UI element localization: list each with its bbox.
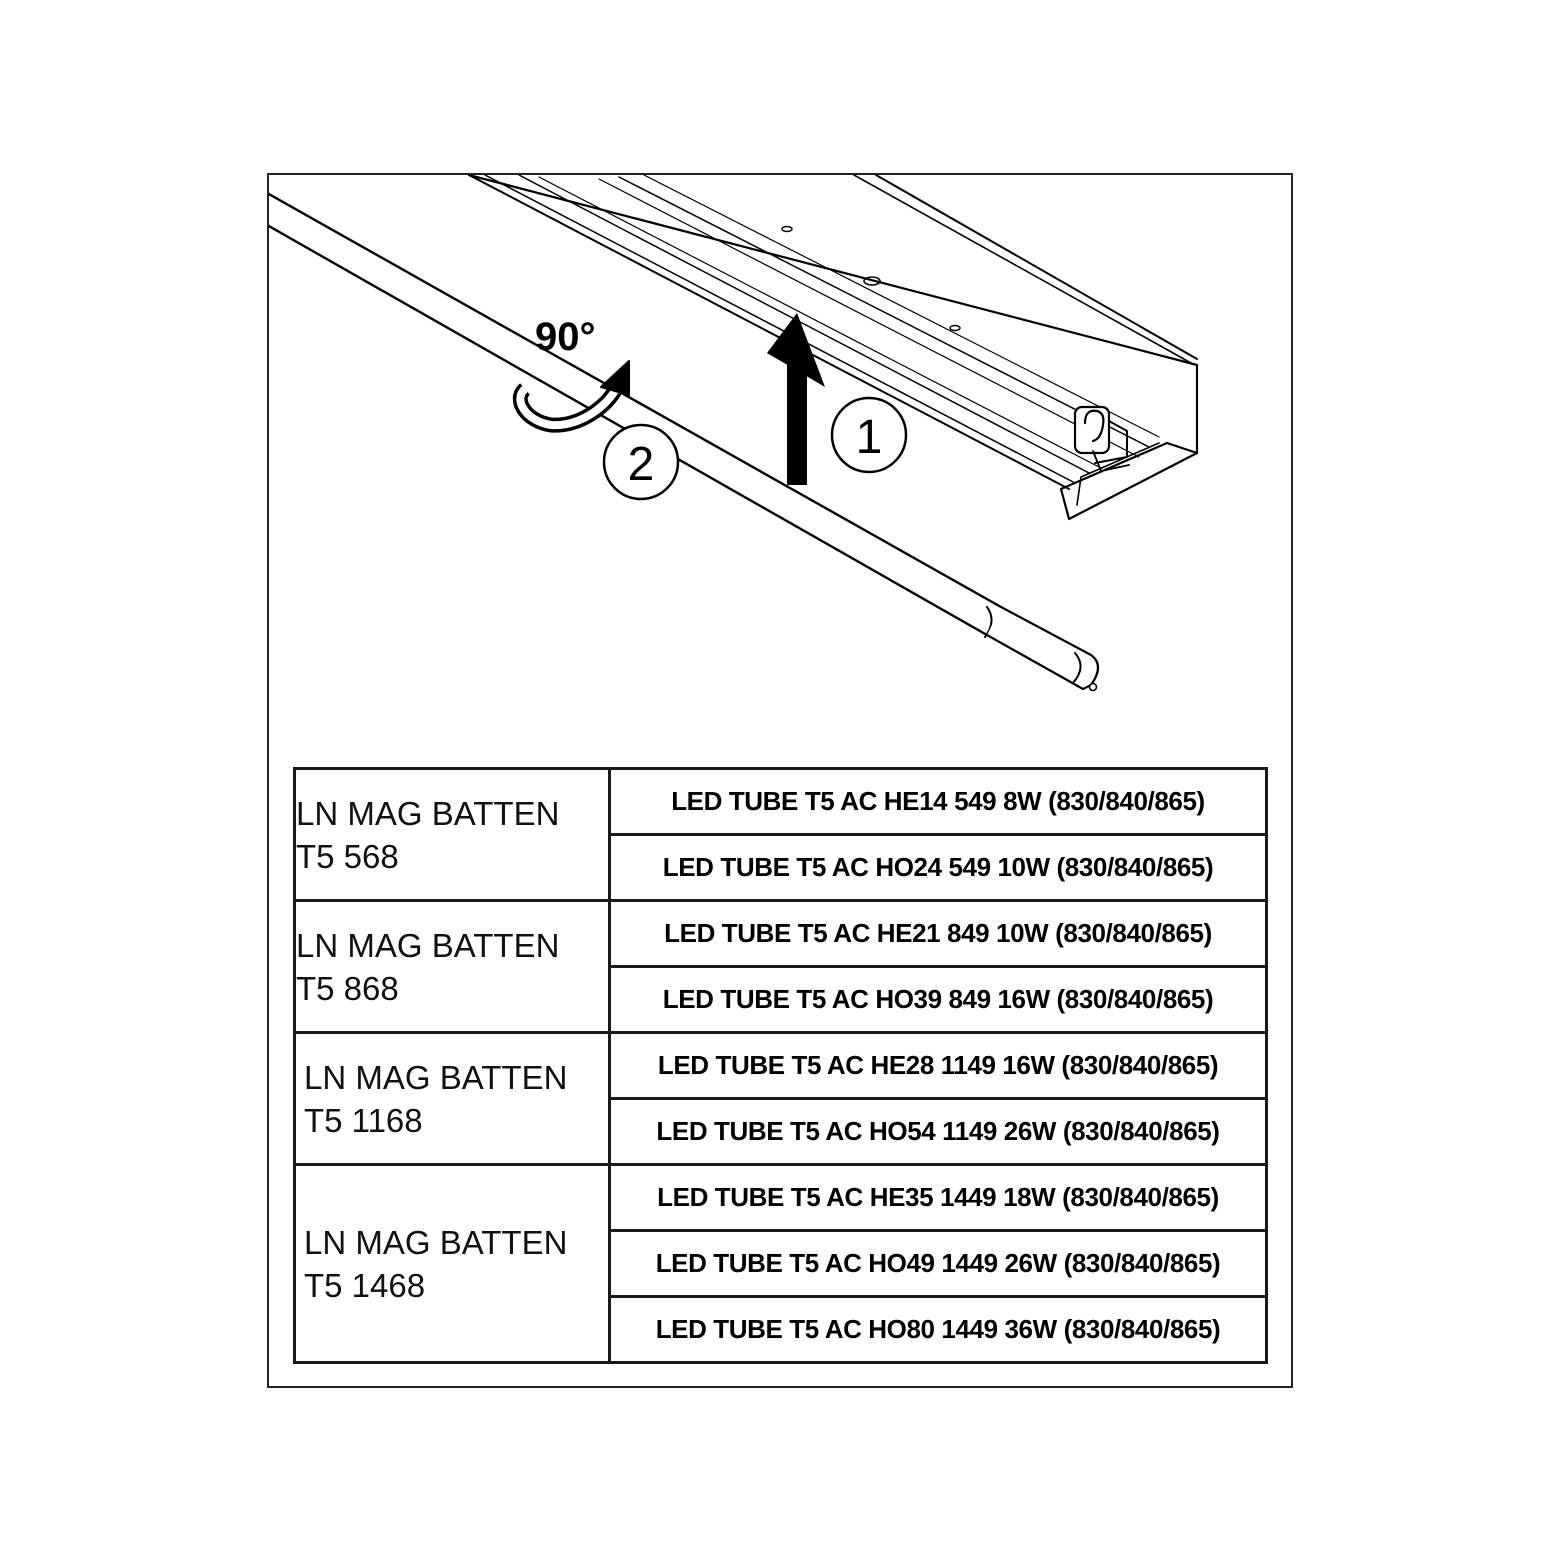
step-2-marker: 2 bbox=[602, 423, 680, 501]
table-row: LED TUBE T5 AC HO39 849 16W (830/840/865… bbox=[295, 965, 1268, 1034]
fixture-cell: LN MAG BATTEN T5 568 bbox=[293, 767, 611, 902]
fixture-name: LN MAG BATTEN bbox=[304, 1223, 568, 1261]
table-row: LN MAG BATTEN T5 1168 LED TUBE T5 AC HE2… bbox=[293, 1031, 1268, 1166]
table-row: LED TUBE T5 AC HO80 1449 36W (830/840/86… bbox=[295, 1295, 1268, 1364]
tube-cell: LED TUBE T5 AC HO80 1449 36W (830/840/86… bbox=[608, 1295, 1268, 1364]
rotation-arrow-icon bbox=[512, 360, 630, 433]
led-tube bbox=[269, 192, 1100, 692]
fixture-name: LN MAG BATTEN bbox=[296, 926, 560, 964]
fixture-size: T5 1468 bbox=[304, 1266, 426, 1304]
rotation-angle-label: 90° bbox=[535, 315, 596, 359]
fixture-size: T5 1168 bbox=[304, 1101, 423, 1139]
fixture-size: T5 868 bbox=[296, 969, 399, 1007]
table-row: LED TUBE T5 AC HO54 1149 26W (830/840/86… bbox=[295, 1097, 1268, 1166]
batten-housing bbox=[467, 175, 1199, 521]
table-row: LED TUBE T5 AC HO49 1449 26W (830/840/86… bbox=[295, 1229, 1268, 1298]
table-row: LN MAG BATTEN T5 568 LED TUBE T5 AC HE14… bbox=[293, 767, 1268, 902]
fixture-name: LN MAG BATTEN bbox=[304, 1058, 568, 1096]
tube-cell: LED TUBE T5 AC HO49 1449 26W (830/840/86… bbox=[608, 1229, 1268, 1298]
fixture-cell: LN MAG BATTEN T5 1168 bbox=[293, 1031, 611, 1166]
tube-cell: LED TUBE T5 AC HE28 1149 16W (830/840/86… bbox=[608, 1031, 1268, 1100]
diagram-frame: 1 2 90° LN MAG BATTEN T5 568 LED TUBE T5… bbox=[267, 173, 1293, 1388]
tube-cell: LED TUBE T5 AC HE35 1449 18W (830/840/86… bbox=[608, 1163, 1268, 1232]
step-1-label: 1 bbox=[856, 411, 883, 464]
tube-cell: LED TUBE T5 AC HO24 549 10W (830/840/865… bbox=[608, 833, 1268, 902]
step-2-label: 2 bbox=[628, 438, 655, 491]
tube-cell: LED TUBE T5 AC HO54 1149 26W (830/840/86… bbox=[608, 1097, 1268, 1166]
compatibility-table: LN MAG BATTEN T5 568 LED TUBE T5 AC HE14… bbox=[293, 767, 1268, 1364]
step-1-marker: 1 bbox=[830, 396, 908, 474]
fixture-name: LN MAG BATTEN bbox=[296, 794, 560, 832]
lift-arrow-icon bbox=[767, 313, 825, 485]
tube-removal-illustration: 1 2 90° bbox=[269, 175, 1199, 692]
table-row: LN MAG BATTEN T5 1468 LED TUBE T5 AC HE3… bbox=[293, 1163, 1268, 1364]
fixture-cell: LN MAG BATTEN T5 1468 bbox=[293, 1163, 611, 1364]
tube-cell: LED TUBE T5 AC HO39 849 16W (830/840/865… bbox=[608, 965, 1268, 1034]
tube-cell: LED TUBE T5 AC HE14 549 8W (830/840/865) bbox=[608, 767, 1268, 836]
table-row: LN MAG BATTEN T5 868 LED TUBE T5 AC HE21… bbox=[293, 899, 1268, 1034]
fixture-cell: LN MAG BATTEN T5 868 bbox=[293, 899, 611, 1034]
tube-cell: LED TUBE T5 AC HE21 849 10W (830/840/865… bbox=[608, 899, 1268, 968]
fixture-size: T5 568 bbox=[296, 837, 399, 875]
table-row: LED TUBE T5 AC HO24 549 10W (830/840/865… bbox=[295, 833, 1268, 902]
lamp-holder bbox=[1073, 405, 1130, 472]
